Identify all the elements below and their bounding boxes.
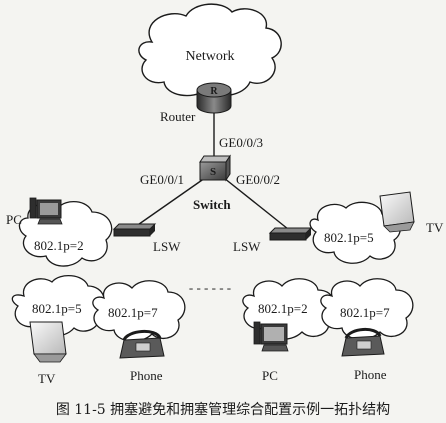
left-pc-icon[interactable] (29, 197, 63, 225)
network-cloud-label: Network (186, 49, 235, 64)
right-cloud-tv (309, 201, 401, 264)
core-switch-icon[interactable]: S (199, 154, 231, 182)
port-uplink-label: GE0/0/3 (219, 135, 263, 150)
right-tv-label: TV (426, 220, 444, 235)
right-phone-priority: 802.1p=7 (340, 305, 390, 320)
right-pc-priority: 802.1p=2 (258, 301, 308, 316)
left-pc-label: PC (6, 212, 22, 227)
right-tv-priority: 802.1p=5 (324, 230, 374, 245)
right-tv-icon[interactable] (379, 191, 415, 233)
left-cloud-tv (11, 275, 105, 337)
left-phone-icon[interactable] (119, 330, 165, 359)
right-phone-label: Phone (354, 367, 387, 382)
left-lsw-label: LSW (153, 239, 181, 254)
port-left-label: GE0/0/1 (140, 172, 184, 187)
left-phone-label: Phone (130, 368, 163, 383)
left-cloud-phone (92, 280, 186, 342)
left-pc-priority: 802.1p=2 (34, 238, 84, 253)
ellipsis: - - - - - - (189, 280, 231, 295)
router-icon[interactable]: R (196, 82, 232, 114)
left-lsw-icon[interactable] (112, 223, 157, 237)
link-switch-left-lsw (131, 177, 206, 230)
right-phone-icon[interactable] (341, 328, 385, 357)
switch-glyph: S (210, 166, 216, 178)
right-pc-label: PC (262, 368, 278, 383)
left-tv-label: TV (38, 371, 56, 386)
left-tv-icon[interactable] (29, 321, 67, 363)
network-cloud: Network (138, 3, 282, 97)
link-switch-right-lsw (223, 177, 289, 230)
left-phone-priority: 802.1p=7 (108, 305, 158, 320)
right-lsw-icon[interactable] (268, 227, 313, 241)
right-lsw-label: LSW (233, 239, 261, 254)
port-right-label: GE0/0/2 (236, 172, 280, 187)
figure-caption: 图 11-5 拥塞避免和拥塞管理综合配置示例一拓扑结构 (56, 401, 390, 418)
right-pc-icon[interactable] (253, 321, 289, 352)
left-tv-priority: 802.1p=5 (32, 301, 82, 316)
router-glyph: R (210, 86, 218, 97)
links (131, 110, 289, 230)
core-switch-label: Switch (193, 197, 231, 212)
router-label: Router (160, 109, 196, 124)
right-cloud-phone (320, 278, 414, 340)
